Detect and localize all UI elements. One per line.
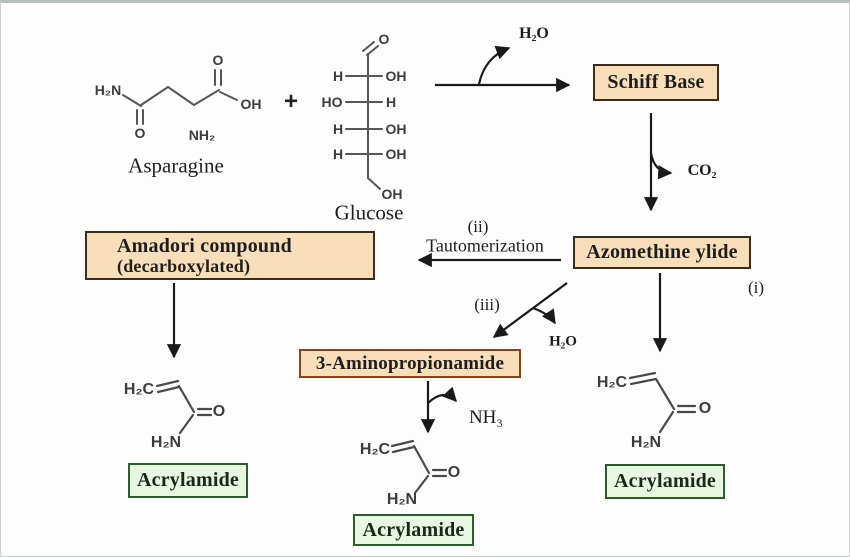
bond <box>177 384 196 414</box>
arrow-co2-loss <box>649 152 673 180</box>
acrylamide-left-h2c-label: H₂C <box>123 381 155 398</box>
glucose-row4-right: OH <box>385 146 407 162</box>
glucose-row3-right: OH <box>385 121 407 137</box>
acrylamide-structure-left <box>155 379 213 435</box>
step-iii-label: (iii) <box>474 295 500 314</box>
asparagine-acid-o-label: O <box>212 52 224 68</box>
bond <box>219 91 238 101</box>
acrylamide-center-h2n-label: H₂N <box>386 491 418 508</box>
asparagine-structure <box>122 69 238 125</box>
acrylamide-center-o-label: O <box>447 464 461 481</box>
bond <box>390 439 415 448</box>
bond <box>366 45 379 56</box>
tautomerization-label: Tautomerization <box>426 235 544 256</box>
asparagine-amide-nh2-label: H₂N <box>94 82 122 98</box>
acrylamide-label-right: Acrylamide <box>614 470 716 492</box>
ammonia-label: NH₃ <box>468 407 504 428</box>
bond <box>629 377 658 386</box>
acrylamide-structure-right <box>628 371 697 434</box>
glucose-aldehyde-o-label: O <box>378 31 390 47</box>
asparagine-amide-o-label: O <box>134 125 146 141</box>
arrow-ammonia-loss <box>427 386 457 404</box>
glucose-row2-right: H <box>385 94 397 110</box>
bond <box>391 445 416 454</box>
co2-label: CO₂ <box>687 162 717 179</box>
acrylamide-structure-center <box>390 439 448 495</box>
bond <box>628 371 657 380</box>
bond <box>654 377 676 411</box>
amadori-line2: (decarboxylated) <box>117 255 251 276</box>
bond-arrow-layer <box>122 41 697 495</box>
glucose-structure <box>345 41 383 190</box>
bond <box>122 94 142 107</box>
asparagine-name: Asparagine <box>128 153 224 178</box>
glucose-row4-left: H <box>332 146 344 162</box>
asparagine-acid-oh-label: OH <box>240 96 262 112</box>
acrylamide-left-o-label: O <box>212 403 226 420</box>
glucose-row2-left: HO <box>321 94 343 110</box>
acrylamide-right-o-label: O <box>698 400 712 417</box>
arrow-water-loss-mid <box>532 306 556 325</box>
bond <box>167 86 195 106</box>
bond <box>658 410 675 434</box>
bond <box>178 413 195 435</box>
arrow-route-iii <box>492 282 568 338</box>
bond <box>140 86 169 106</box>
bond <box>156 385 181 394</box>
acrylamide-label-left: Acrylamide <box>137 469 239 491</box>
acrylamide-label-center: Acrylamide <box>362 518 465 541</box>
glucose-row1-right: OH <box>385 68 407 84</box>
schiff-base-box: Schiff Base <box>593 64 719 101</box>
step-i-label: (i) <box>747 278 765 297</box>
glucose-row3-left: H <box>332 121 344 137</box>
bond <box>413 474 430 495</box>
azomethine-ylide-box: Azomethine ylide <box>573 236 751 269</box>
acrylamide-box-left: Acrylamide <box>128 463 248 498</box>
bond <box>367 177 381 190</box>
acrylamide-box-right: Acrylamide <box>605 464 725 499</box>
amadori-line1: Amadori compound <box>117 234 292 257</box>
glucose-row1-left: H <box>332 68 344 84</box>
bond <box>193 89 220 106</box>
arrow-water-loss-top <box>477 45 511 85</box>
aminopropionamide-label: 3-Aminopropionamide <box>315 352 505 374</box>
bond <box>155 379 180 388</box>
glucose-name: Glucose <box>334 200 404 225</box>
plus-sign: + <box>283 88 299 115</box>
aminopropionamide-box: 3-Aminopropionamide <box>299 349 521 378</box>
step-ii-label: (ii) <box>467 217 489 236</box>
bond <box>412 444 431 475</box>
water-label-top: H₂O <box>519 25 549 42</box>
acrylamide-right-h2c-label: H₂C <box>596 374 628 391</box>
water-label-mid: H₂O <box>549 333 577 350</box>
asparagine-alpha-nh2-label: NH₂ <box>188 127 216 143</box>
azomethine-ylide-label: Azomethine ylide <box>586 241 738 263</box>
acrylamide-left-h2n-label: H₂N <box>150 434 182 451</box>
glucose-tail-oh-label: OH <box>381 186 403 202</box>
acrylamide-right-h2n-label: H₂N <box>630 434 662 451</box>
acrylamide-center-h2c-label: H₂C <box>359 441 391 458</box>
bond <box>362 41 375 52</box>
amadori-compound-box: Amadori compound (decarboxylated) <box>85 231 375 280</box>
schiff-base-label: Schiff Base <box>607 71 705 93</box>
reaction-arrows <box>166 45 673 434</box>
acrylamide-box-center: Acrylamide <box>353 514 474 546</box>
